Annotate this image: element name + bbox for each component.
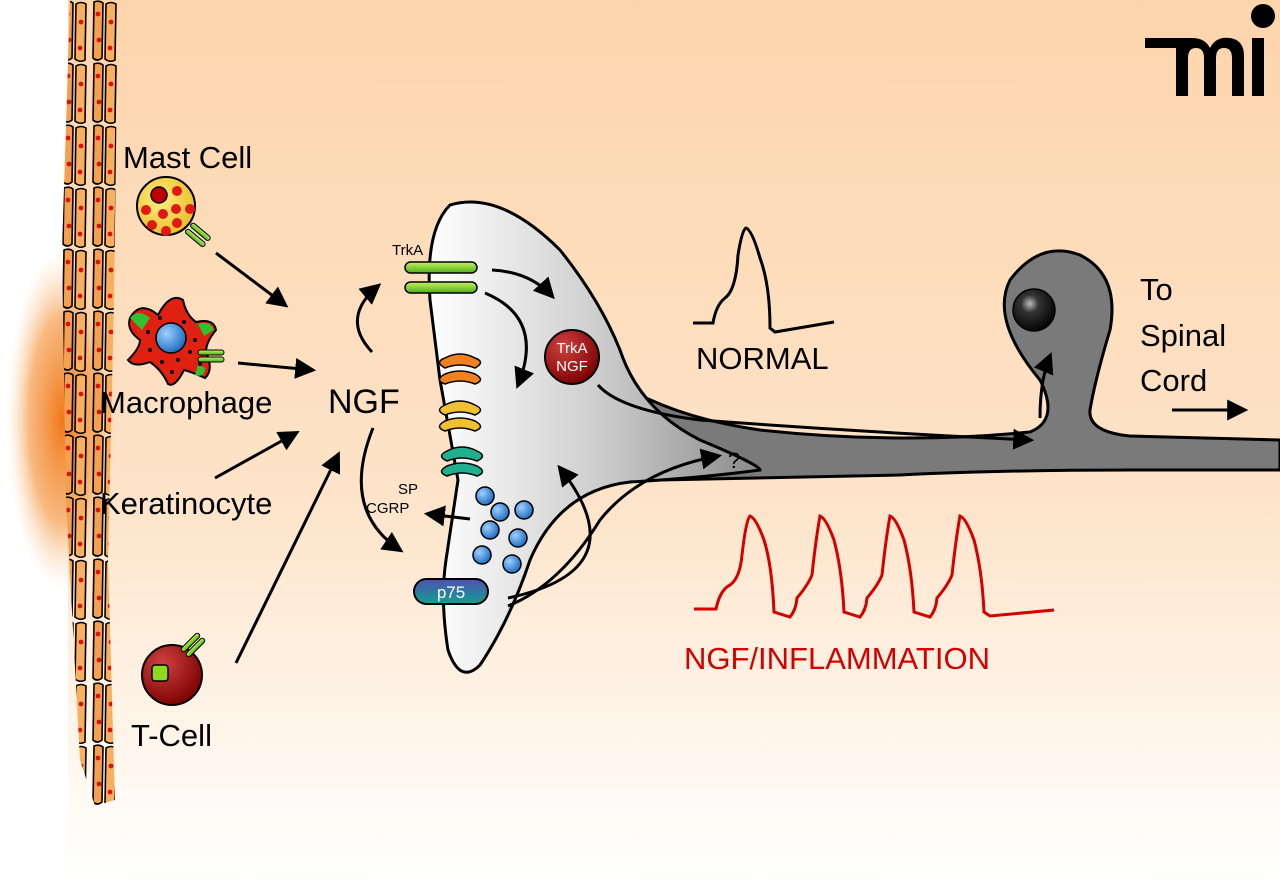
mast-cell-icon xyxy=(136,176,211,248)
macrophage-label: Macrophage xyxy=(100,385,272,420)
normal-label: NORMAL xyxy=(696,341,829,376)
arrow-ngf-to-p75 xyxy=(359,427,404,553)
complex-label-ngf: NGF xyxy=(556,358,588,375)
sp-label: SP xyxy=(398,481,418,498)
arrow-trka-to-channels xyxy=(484,291,535,389)
ngf-label: NGF xyxy=(328,383,400,421)
arrow-mast-to-ngf xyxy=(215,251,289,308)
trka-ngf-complex: TrkA NGF xyxy=(544,329,600,385)
complex-label-trka: TrkA xyxy=(556,340,587,357)
mast-cell-label: Mast Cell xyxy=(123,140,252,175)
destination-line2: Spinal xyxy=(1140,318,1226,353)
arrow-p75-to-axon xyxy=(507,448,723,608)
sensory-neuron xyxy=(558,249,1280,503)
ion-channel-yellow xyxy=(438,400,482,432)
p75-label: p75 xyxy=(437,583,465,602)
t-cell-icon xyxy=(141,632,206,706)
retrograde-transport-arrow xyxy=(596,383,1035,450)
inflamed-firing-trace xyxy=(694,514,1055,619)
ion-channel-orange xyxy=(438,353,482,385)
inflamed-label: NGF/INFLAMMATION xyxy=(684,641,990,676)
arrow-ngf-to-trka xyxy=(356,283,382,354)
arrow-trka-to-complex xyxy=(491,268,555,300)
p75-receptor: p75 xyxy=(413,578,489,605)
neuropeptide-vesicles xyxy=(472,486,534,574)
arrow-keratinocyte-to-ngf xyxy=(214,430,300,480)
trka-label: TrkA xyxy=(392,242,423,259)
arrow-macrophage-to-ngf xyxy=(237,357,317,379)
destination-line1: To xyxy=(1140,272,1173,307)
ion-channels xyxy=(438,353,484,477)
destination-line3: Cord xyxy=(1140,363,1207,398)
epithelium-layer xyxy=(62,0,118,806)
normal-firing-trace xyxy=(693,226,835,334)
ion-channel-teal xyxy=(440,446,484,477)
signaling-arrows xyxy=(484,268,1054,608)
cgrp-label: CGRP xyxy=(366,500,409,517)
cell-to-ngf-arrows xyxy=(214,251,404,664)
t-cell-label: T-Cell xyxy=(131,718,212,753)
arrow-neuropeptide-release xyxy=(423,505,471,527)
keratinocyte-label: Keratinocyte xyxy=(100,486,272,521)
journal-logo: mi xyxy=(1145,4,1275,96)
cell-body-nucleus xyxy=(1012,288,1056,332)
trka-receptor xyxy=(404,261,478,294)
question-mark: ? xyxy=(728,448,740,473)
macrophage-icon xyxy=(126,296,225,386)
arrow-tcell-to-ngf xyxy=(234,451,341,664)
arrow-to-cell-body xyxy=(1033,352,1054,419)
